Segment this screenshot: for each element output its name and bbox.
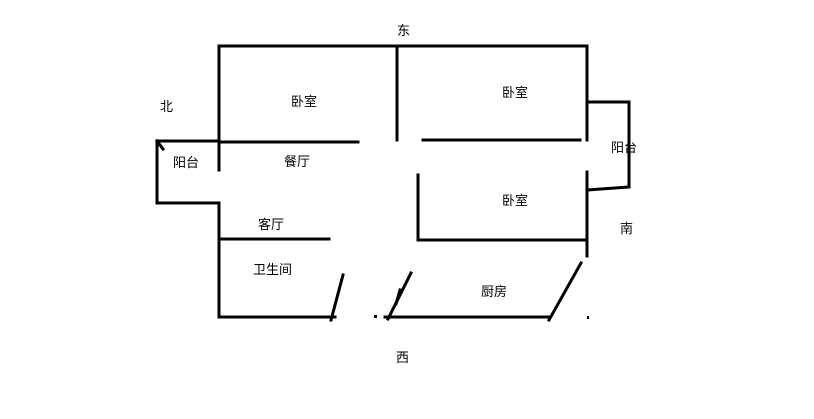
room-bathroom: 卫生间: [253, 263, 292, 278]
room-balcony-north: 阳台: [173, 156, 199, 171]
walls: [154, 44, 631, 323]
direction-north-label: 北: [160, 100, 173, 115]
wall-kitchen-slant: [546, 260, 584, 323]
wall-bathroom-door: [329, 273, 345, 322]
room-bedroom-top-left: 卧室: [291, 94, 317, 110]
direction-south-label: 南: [620, 221, 633, 237]
room-living: 客厅: [258, 217, 284, 233]
dot-mark: [374, 315, 377, 318]
dot-mark: [587, 316, 589, 319]
balcony-north-outline: [155, 139, 221, 205]
room-bedroom-middle-right: 卧室: [502, 193, 528, 209]
balcony-north-tick: [154, 138, 166, 152]
balcony-south-outline: [585, 100, 631, 192]
direction-east-label: 东: [397, 24, 410, 39]
room-kitchen: 厨房: [481, 284, 507, 300]
wall-entrance-door-tick: [394, 288, 402, 306]
room-bedroom-top-right: 卧室: [502, 85, 528, 101]
direction-west-label: 西: [396, 351, 409, 366]
room-balcony-south: 阳台: [611, 141, 637, 156]
room-dining: 餐厅: [284, 154, 310, 170]
